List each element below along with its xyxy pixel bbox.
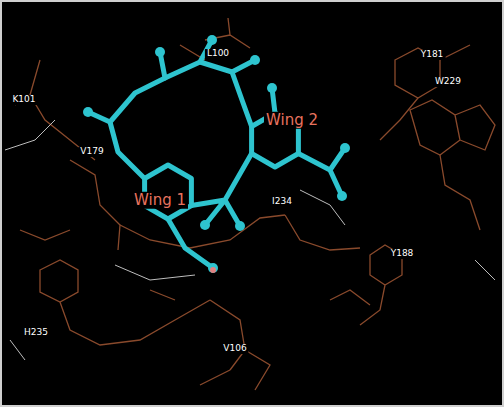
- wing-label: Wing 2: [264, 112, 320, 129]
- residue-label: H235: [22, 328, 50, 338]
- residue-label: Y181: [419, 50, 446, 60]
- residue-label: Y188: [389, 249, 416, 259]
- residue-label: L100: [205, 49, 231, 59]
- ligand-atoms: [83, 35, 350, 273]
- residue-label: V106: [221, 344, 248, 354]
- backbone-lines: [5, 120, 495, 360]
- residue-label: K101: [10, 95, 37, 105]
- residue-label: V179: [78, 147, 105, 157]
- wing-label: Wing 1: [132, 192, 188, 209]
- residue-sticks: [15, 18, 495, 390]
- residue-label: I234: [270, 197, 294, 207]
- residue-label: W229: [433, 77, 463, 87]
- oxygen-atom: [210, 267, 216, 273]
- ligand-sticks: [88, 40, 345, 268]
